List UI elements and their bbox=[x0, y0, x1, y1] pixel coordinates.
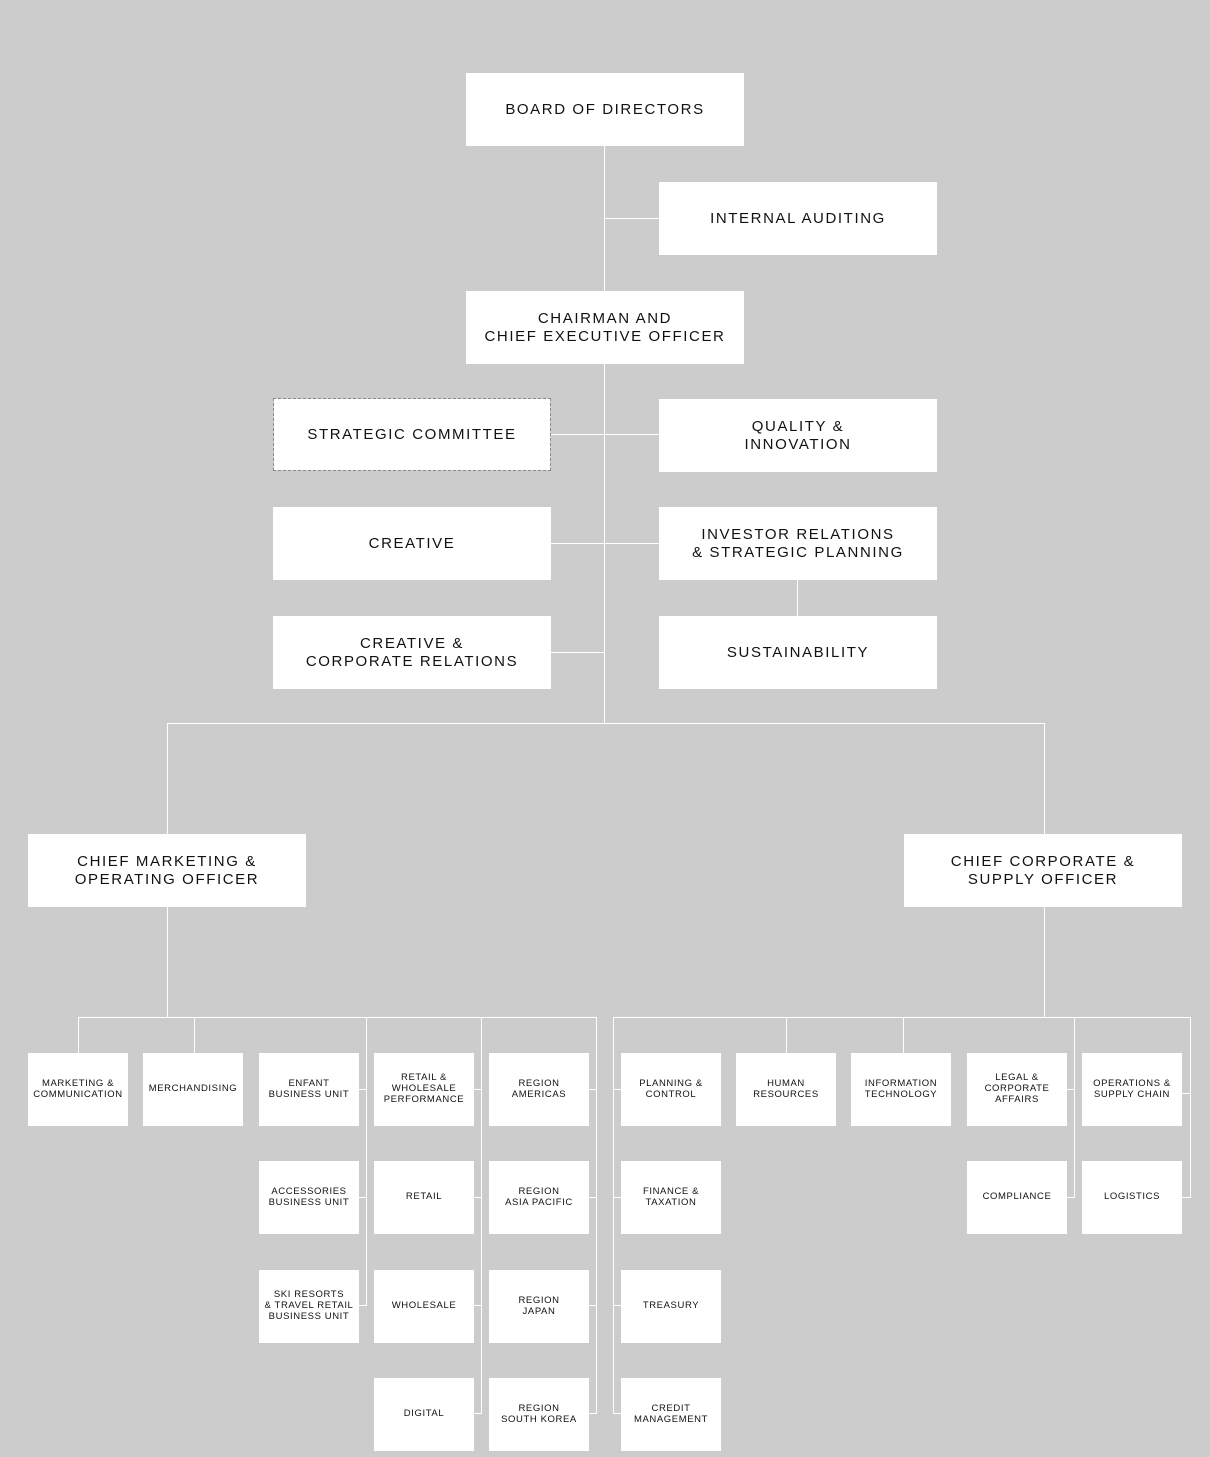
connector-line bbox=[550, 652, 605, 653]
connector-line bbox=[194, 1017, 195, 1053]
node-strategic-committee: STRATEGIC COMMITTEE bbox=[273, 398, 551, 471]
node-merchandising: MERCHANDISING bbox=[143, 1053, 243, 1126]
connector-line bbox=[1181, 1197, 1191, 1198]
connector-line bbox=[589, 1305, 597, 1306]
connector-line bbox=[550, 434, 659, 435]
connector-line bbox=[613, 1017, 1191, 1018]
node-retail: RETAIL bbox=[374, 1161, 474, 1234]
connector-line bbox=[596, 1017, 597, 1414]
node-quality-innovation: QUALITY & INNOVATION bbox=[659, 399, 937, 472]
node-creative: CREATIVE bbox=[273, 507, 551, 580]
connector-line bbox=[78, 1017, 597, 1018]
connector-line bbox=[167, 723, 168, 834]
node-marketing-communication: MARKETING & COMMUNICATION bbox=[28, 1053, 128, 1126]
connector-line bbox=[589, 1089, 597, 1090]
node-human-resources: HUMAN RESOURCES bbox=[736, 1053, 836, 1126]
connector-line bbox=[589, 1197, 597, 1198]
connector-line bbox=[1066, 1089, 1075, 1090]
node-region-americas: REGION AMERICAS bbox=[489, 1053, 589, 1126]
connector-line bbox=[604, 218, 659, 219]
node-chairman-ceo: CHAIRMAN AND CHIEF EXECUTIVE OFFICER bbox=[466, 291, 744, 364]
node-retail-wholesale-performance: RETAIL & WHOLESALE PERFORMANCE bbox=[374, 1053, 474, 1126]
connector-line bbox=[1074, 1017, 1075, 1198]
connector-line bbox=[613, 1017, 614, 1414]
node-chief-marketing-operating-officer: CHIEF MARKETING & OPERATING OFFICER bbox=[28, 834, 306, 907]
node-legal-corporate-affairs: LEGAL & CORPORATE AFFAIRS bbox=[967, 1053, 1067, 1126]
node-accessories-business-unit: ACCESSORIES BUSINESS UNIT bbox=[259, 1161, 359, 1234]
connector-line bbox=[1181, 1093, 1191, 1094]
node-planning-control: PLANNING & CONTROL bbox=[621, 1053, 721, 1126]
node-region-japan: REGION JAPAN bbox=[489, 1270, 589, 1343]
connector-line bbox=[613, 1197, 621, 1198]
node-compliance: COMPLIANCE bbox=[967, 1161, 1067, 1234]
connector-line bbox=[1044, 906, 1045, 1018]
node-sustainability: SUSTAINABILITY bbox=[659, 616, 937, 689]
connector-line bbox=[550, 543, 659, 544]
connector-line bbox=[167, 723, 1045, 724]
connector-line bbox=[358, 1089, 367, 1090]
connector-line bbox=[167, 906, 168, 1018]
node-internal-auditing: INTERNAL AUDITING bbox=[659, 182, 937, 255]
connector-line bbox=[1066, 1197, 1075, 1198]
connector-line bbox=[78, 1017, 79, 1053]
connector-line bbox=[473, 1305, 482, 1306]
node-region-south-korea: REGION SOUTH KOREA bbox=[489, 1378, 589, 1451]
connector-line bbox=[473, 1089, 482, 1090]
connector-line bbox=[786, 1017, 787, 1053]
connector-line bbox=[1190, 1017, 1191, 1198]
connector-line bbox=[358, 1305, 367, 1306]
node-region-asia-pacific: REGION ASIA PACIFIC bbox=[489, 1161, 589, 1234]
node-investor-relations: INVESTOR RELATIONS & STRATEGIC PLANNING bbox=[659, 507, 937, 580]
connector-line bbox=[903, 1017, 904, 1053]
connector-line bbox=[613, 1305, 621, 1306]
node-digital: DIGITAL bbox=[374, 1378, 474, 1451]
node-logistics: LOGISTICS bbox=[1082, 1161, 1182, 1234]
connector-line bbox=[481, 1017, 482, 1414]
node-credit-management: CREDIT MANAGEMENT bbox=[621, 1378, 721, 1451]
node-ski-resorts-travel-retail: SKI RESORTS & TRAVEL RETAIL BUSINESS UNI… bbox=[259, 1270, 359, 1343]
connector-line bbox=[1044, 723, 1045, 834]
node-board-of-directors: BOARD OF DIRECTORS bbox=[466, 73, 744, 146]
connector-line bbox=[613, 1089, 621, 1090]
node-chief-corporate-supply-officer: CHIEF CORPORATE & SUPPLY OFFICER bbox=[904, 834, 1182, 907]
connector-line bbox=[473, 1413, 482, 1414]
connector-line bbox=[797, 579, 798, 616]
connector-line bbox=[589, 1413, 597, 1414]
node-information-technology: INFORMATION TECHNOLOGY bbox=[851, 1053, 951, 1126]
node-enfant-business-unit: ENFANT BUSINESS UNIT bbox=[259, 1053, 359, 1126]
node-wholesale: WHOLESALE bbox=[374, 1270, 474, 1343]
connector-line bbox=[366, 1017, 367, 1306]
node-operations-supply-chain: OPERATIONS & SUPPLY CHAIN bbox=[1082, 1053, 1182, 1126]
connector-line bbox=[613, 1413, 621, 1414]
node-finance-taxation: FINANCE & TAXATION bbox=[621, 1161, 721, 1234]
connector-line bbox=[358, 1197, 367, 1198]
connector-line bbox=[473, 1197, 482, 1198]
node-treasury: TREASURY bbox=[621, 1270, 721, 1343]
node-creative-corporate-relations: CREATIVE & CORPORATE RELATIONS bbox=[273, 616, 551, 689]
